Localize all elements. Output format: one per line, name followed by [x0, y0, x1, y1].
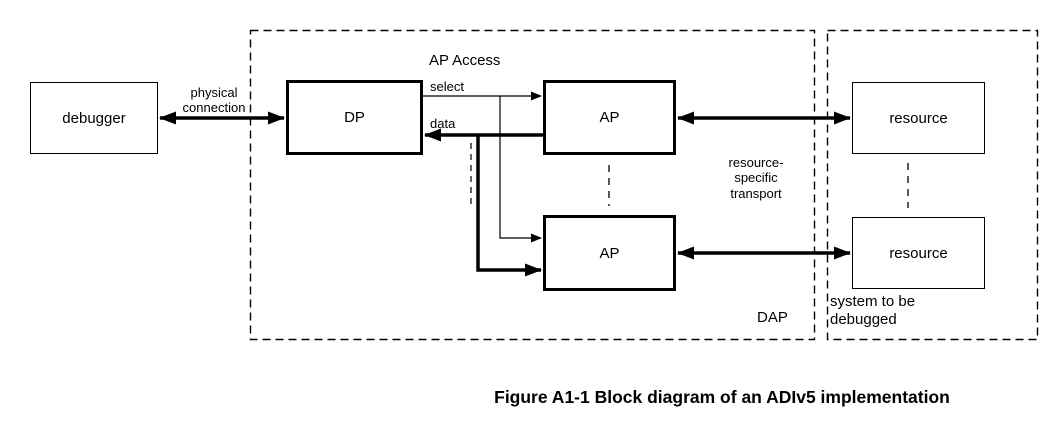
- resource1-node: resource: [852, 82, 985, 154]
- figure-caption: Figure A1-1 Block diagram of an ADIv5 im…: [494, 387, 950, 407]
- debugger-node: debugger: [30, 82, 158, 154]
- ap-access-label: AP Access: [429, 52, 501, 69]
- resource2-node-label: resource: [889, 244, 948, 262]
- dp-node: DP: [286, 80, 423, 155]
- ap2-node-label: AP: [599, 244, 620, 262]
- data-line-ap2: [476, 135, 542, 277]
- ap1-node: AP: [543, 80, 676, 155]
- dp-node-label: DP: [344, 109, 365, 126]
- physical-connection-label: physical connection: [182, 85, 246, 116]
- ap2-node: AP: [543, 215, 676, 291]
- select-line-ap2: [499, 96, 542, 243]
- resource1-node-label: resource: [889, 109, 948, 127]
- debugger-node-label: debugger: [62, 109, 126, 127]
- dap-label: DAP: [757, 309, 788, 326]
- system-to-be-debugged-label: system to be debugged: [830, 293, 916, 328]
- ap1-node-label: AP: [599, 109, 620, 126]
- select-label: select: [430, 79, 464, 94]
- data-label: data: [430, 116, 456, 131]
- resource2-node: resource: [852, 217, 985, 289]
- resource-specific-transport-label: resource- specific transport: [728, 155, 784, 201]
